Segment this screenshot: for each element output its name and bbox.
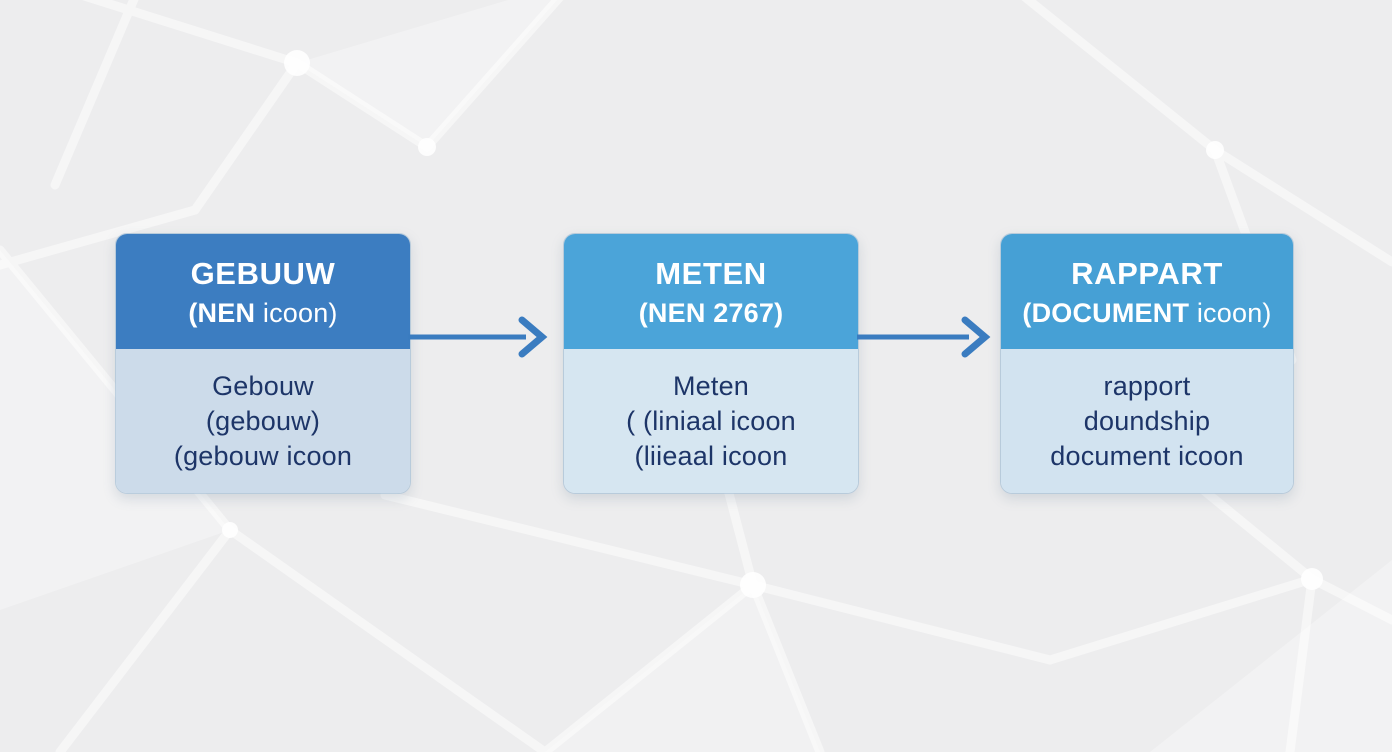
process-box-rapport: RAPPART (DOCUMENT icoon) rapport doundsh… bbox=[1000, 233, 1294, 494]
box-subtitle: (DOCUMENT icoon) bbox=[1022, 295, 1271, 331]
box-subtitle: (NEN 2767) bbox=[639, 295, 784, 331]
box-body-line: (gebouw icoon bbox=[173, 440, 353, 471]
arrow-right-icon bbox=[408, 316, 548, 358]
box-title: GEBUUW bbox=[190, 255, 336, 291]
box-subtitle-bold: (NEN bbox=[188, 297, 256, 328]
box-body-line: doundship bbox=[1083, 405, 1211, 436]
process-box-meten: METEN (NEN 2767) Meten ( (liniaal icoon … bbox=[563, 233, 859, 494]
box-body: Meten ( (liniaal icoon (liieaal icoon bbox=[564, 349, 858, 493]
box-header: METEN (NEN 2767) bbox=[564, 234, 858, 349]
box-subtitle-light: icoon) bbox=[1189, 297, 1272, 328]
box-body: Gebouw (gebouw) (gebouw icoon bbox=[116, 349, 410, 493]
box-body-line: document icoon bbox=[1050, 440, 1244, 471]
box-header: GEBUUW (NEN icoon) bbox=[116, 234, 410, 349]
box-subtitle-light: icoon) bbox=[255, 297, 338, 328]
box-subtitle: (NEN icoon) bbox=[188, 295, 337, 331]
box-body: rapport doundship document icoon bbox=[1001, 349, 1293, 493]
box-title: METEN bbox=[655, 255, 767, 291]
box-header: RAPPART (DOCUMENT icoon) bbox=[1001, 234, 1293, 349]
box-body-line: Meten bbox=[672, 370, 750, 401]
box-body-line: (gebouw) bbox=[205, 405, 321, 436]
box-title: RAPPART bbox=[1071, 255, 1223, 291]
box-body-line: Gebouw bbox=[212, 370, 314, 401]
box-body-line: ( (liniaal icoon bbox=[626, 405, 796, 436]
process-box-gebouw: GEBUUW (NEN icoon) Gebouw (gebouw) (gebo… bbox=[115, 233, 411, 494]
box-subtitle-bold: (DOCUMENT bbox=[1022, 297, 1190, 328]
box-body-line: (liieaal icoon bbox=[634, 440, 788, 471]
arrow-right-icon bbox=[857, 316, 991, 358]
box-body-line: rapport bbox=[1103, 370, 1191, 401]
box-subtitle-bold: (NEN 2767) bbox=[638, 297, 784, 328]
